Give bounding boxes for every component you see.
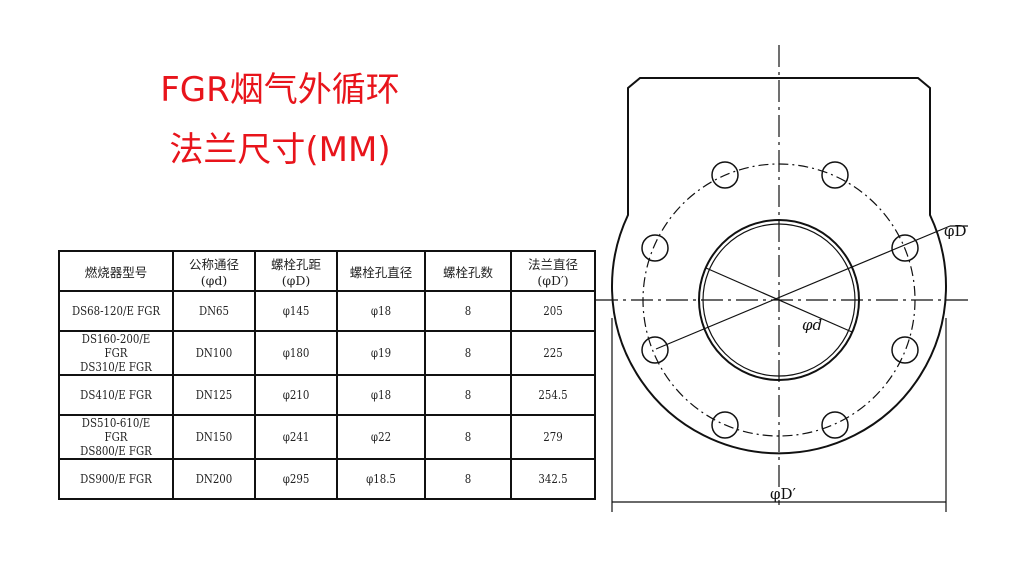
cell-model: DS900/E FGR bbox=[66, 458, 166, 500]
cell-count: 8 bbox=[430, 414, 506, 460]
cell-count: 8 bbox=[430, 458, 506, 500]
bolt-hole bbox=[641, 234, 669, 262]
header-hole-diameter: 螺栓孔直径 bbox=[336, 250, 426, 292]
header-hole-count: 螺栓孔数 bbox=[424, 250, 512, 292]
cell-D: φ295 bbox=[260, 458, 332, 500]
cell-flange: 279 bbox=[516, 414, 590, 460]
flange-outline bbox=[611, 77, 947, 455]
model-name-2: DS800/E FGR bbox=[80, 444, 152, 458]
bolt-hole bbox=[891, 234, 919, 262]
cell-hole: φ18 bbox=[342, 374, 420, 416]
label-d: φd bbox=[802, 316, 822, 334]
cell-flange: 225 bbox=[516, 330, 590, 376]
dimension-d-line bbox=[705, 267, 853, 333]
cell-dn: DN200 bbox=[178, 458, 250, 500]
title-line-1: FGR烟气外循环 bbox=[160, 70, 400, 110]
cell-D: φ241 bbox=[260, 414, 332, 460]
header-model: 燃烧器型号 bbox=[58, 250, 174, 292]
cell-dn: DN100 bbox=[178, 330, 250, 376]
label-Dp: φD′ bbox=[770, 485, 797, 503]
model-name: DS900/E FGR bbox=[80, 472, 152, 486]
flange-size-table: 燃烧器型号 公称通径(φd) 螺栓孔距(φD) 螺栓孔直径 螺栓孔数 法兰直径(… bbox=[58, 250, 596, 500]
cell-dn: DN65 bbox=[178, 290, 250, 332]
cell-hole: φ19 bbox=[342, 330, 420, 376]
header-bolt-pitch: 螺栓孔距(φD) bbox=[254, 250, 338, 292]
cell-dn: DN125 bbox=[178, 374, 250, 416]
bolt-hole bbox=[641, 336, 669, 364]
model-name-2: DS310/E FGR bbox=[80, 360, 152, 374]
cell-flange: 342.5 bbox=[516, 458, 590, 500]
dimension-D-line bbox=[655, 225, 951, 350]
cell-model: DS410/E FGR bbox=[66, 374, 166, 416]
label-D: φD bbox=[944, 222, 967, 240]
cell-D: φ210 bbox=[260, 374, 332, 416]
cell-hole: φ22 bbox=[342, 414, 420, 460]
model-name: DS510-610/E FGR bbox=[81, 416, 151, 444]
bolt-hole bbox=[821, 161, 849, 189]
model-name: DS160-200/E FGR bbox=[81, 332, 151, 360]
model-name: DS410/E FGR bbox=[80, 388, 152, 402]
cell-hole: φ18 bbox=[342, 290, 420, 332]
cell-flange: 205 bbox=[516, 290, 590, 332]
cell-dn: DN150 bbox=[178, 414, 250, 460]
bolt-hole bbox=[711, 161, 739, 189]
cell-hole: φ18.5 bbox=[342, 458, 420, 500]
header-dn: 公称通径(φd) bbox=[172, 250, 256, 292]
cell-D: φ145 bbox=[260, 290, 332, 332]
model-name: DS68-120/E FGR bbox=[71, 304, 161, 318]
cell-flange: 254.5 bbox=[516, 374, 590, 416]
cell-model: DS68-120/E FGR bbox=[66, 290, 166, 332]
title-line-2: 法兰尺寸(MM) bbox=[169, 130, 391, 170]
cell-D: φ180 bbox=[260, 330, 332, 376]
bolt-hole bbox=[711, 411, 739, 439]
bolt-hole bbox=[821, 411, 849, 439]
cell-count: 8 bbox=[430, 374, 506, 416]
cell-count: 8 bbox=[430, 330, 506, 376]
table-header-row: 燃烧器型号 公称通径(φd) 螺栓孔距(φD) 螺栓孔直径 螺栓孔数 法兰直径(… bbox=[58, 250, 596, 292]
bolt-hole bbox=[891, 336, 919, 364]
cell-count: 8 bbox=[430, 290, 506, 332]
header-flange-diameter: 法兰直径(φD′) bbox=[510, 250, 596, 292]
